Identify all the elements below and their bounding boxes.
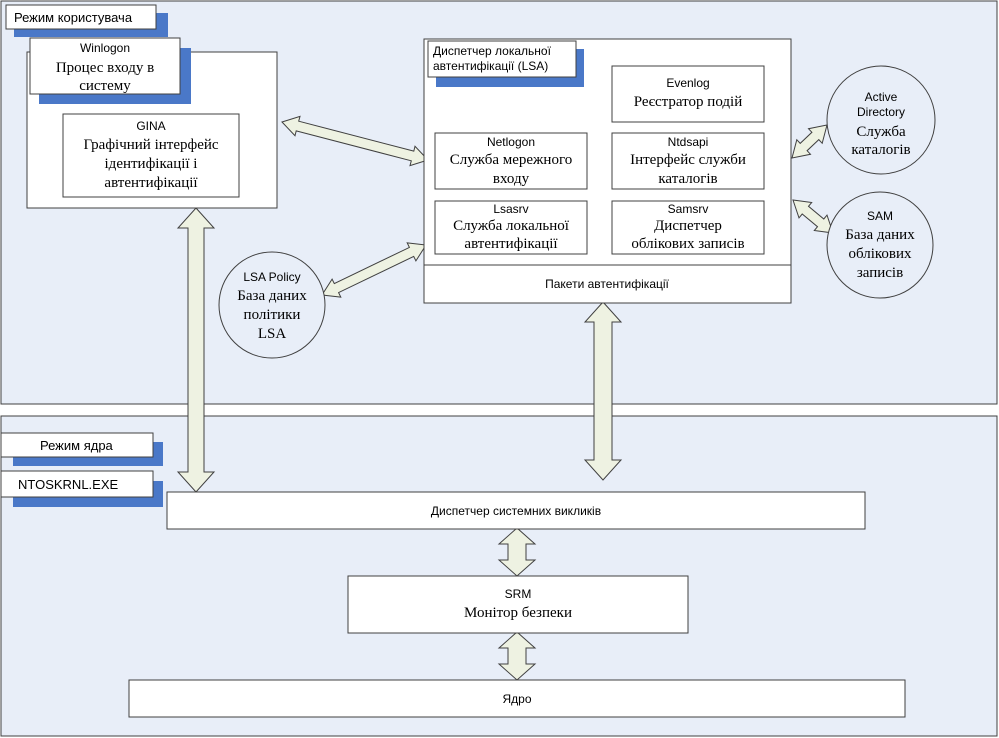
ad-name-2: Directory xyxy=(857,105,905,119)
samsrv-line-1: Диспетчер xyxy=(654,218,722,234)
kernel-mode-label: Режим ядра xyxy=(40,438,114,453)
netlogon-line-1: Служба мережного xyxy=(450,152,572,168)
lsasrv-name: Lsasrv xyxy=(493,202,528,216)
samsrv-line-2: облікових записів xyxy=(631,236,744,252)
arrow-sam-lsa xyxy=(792,199,834,234)
srm-box xyxy=(347,575,689,634)
winlogon-desc-1: Процес входу в xyxy=(56,60,154,76)
arrow-lsa-syscall xyxy=(583,301,623,481)
ad-name-1: Active xyxy=(865,90,898,104)
ntdsapi-line-1: Інтерфейс служби xyxy=(630,152,746,168)
lsa-title-2: автентифікації (LSA) xyxy=(433,59,548,73)
auth-packages-label: Пакети автентифікації xyxy=(545,277,669,291)
kernel-label: Ядро xyxy=(502,692,531,706)
arrow-ad-lsa xyxy=(791,124,828,159)
lsa-policy-line-2: політики xyxy=(244,307,301,323)
ntdsapi-box xyxy=(611,132,765,190)
srm-name: SRM xyxy=(505,587,532,601)
samsrv-name: Samsrv xyxy=(668,202,709,216)
lsa-tab xyxy=(427,40,577,78)
sam-line-2: облікових xyxy=(848,246,912,262)
ad-line-2: каталогів xyxy=(851,142,910,158)
kernel-box xyxy=(128,679,906,718)
ntoskrnl-label: NTOSKRNL.EXE xyxy=(18,477,119,492)
winlogon-desc-2: систему xyxy=(79,78,131,94)
evenlog-name: Evenlog xyxy=(666,76,709,90)
evenlog-box xyxy=(611,65,765,123)
samsrv-box xyxy=(611,200,765,255)
sam-circle xyxy=(826,191,934,299)
lsa-policy-line-3: LSA xyxy=(258,326,287,342)
ntdsapi-line-2: каталогів xyxy=(658,171,717,187)
gina-line-1: Графічний інтерфейс xyxy=(83,137,218,153)
evenlog-line-1: Реєстратор подій xyxy=(634,94,742,110)
ntdsapi-name: Ntdsapi xyxy=(668,135,709,149)
gina-name: GINA xyxy=(136,119,165,133)
lsa-policy-name: LSA Policy xyxy=(243,270,300,284)
netlogon-box xyxy=(434,132,588,190)
syscall-dispatcher-box xyxy=(166,491,866,530)
arrows xyxy=(176,115,834,681)
lsasrv-line-1: Служба локальної xyxy=(453,218,570,234)
active-directory-circle xyxy=(826,65,936,175)
winlogon-name: Winlogon xyxy=(80,41,130,55)
lsa-policy-line-1: База даних xyxy=(237,288,307,304)
ad-line-1: Служба xyxy=(856,124,906,140)
sam-line-1: База даних xyxy=(845,227,915,243)
lsa-title-1: Диспетчер локальної xyxy=(433,44,552,58)
lsasrv-line-2: автентифікації xyxy=(464,236,558,252)
syscall-dispatcher-label: Диспетчер системних викликів xyxy=(431,504,601,518)
netlogon-line-2: входу xyxy=(493,171,530,187)
gina-line-2: ідентифікації і xyxy=(105,156,198,172)
gina-line-3: автентифікації xyxy=(104,175,198,191)
lsasrv-box xyxy=(434,200,588,255)
sam-line-3: записів xyxy=(857,265,903,281)
ntoskrnl-tab xyxy=(0,470,154,498)
kernel-mode-tab xyxy=(0,432,154,458)
gina-box xyxy=(62,113,240,198)
lsa-policy-circle xyxy=(218,251,326,359)
user-mode-tab xyxy=(5,4,157,30)
user-mode-label: Режим користувача xyxy=(14,10,133,25)
srm-line-1: Монітор безпеки xyxy=(464,605,572,621)
sam-name: SAM xyxy=(867,209,893,223)
winlogon-tab xyxy=(29,37,181,95)
netlogon-name: Netlogon xyxy=(487,135,535,149)
